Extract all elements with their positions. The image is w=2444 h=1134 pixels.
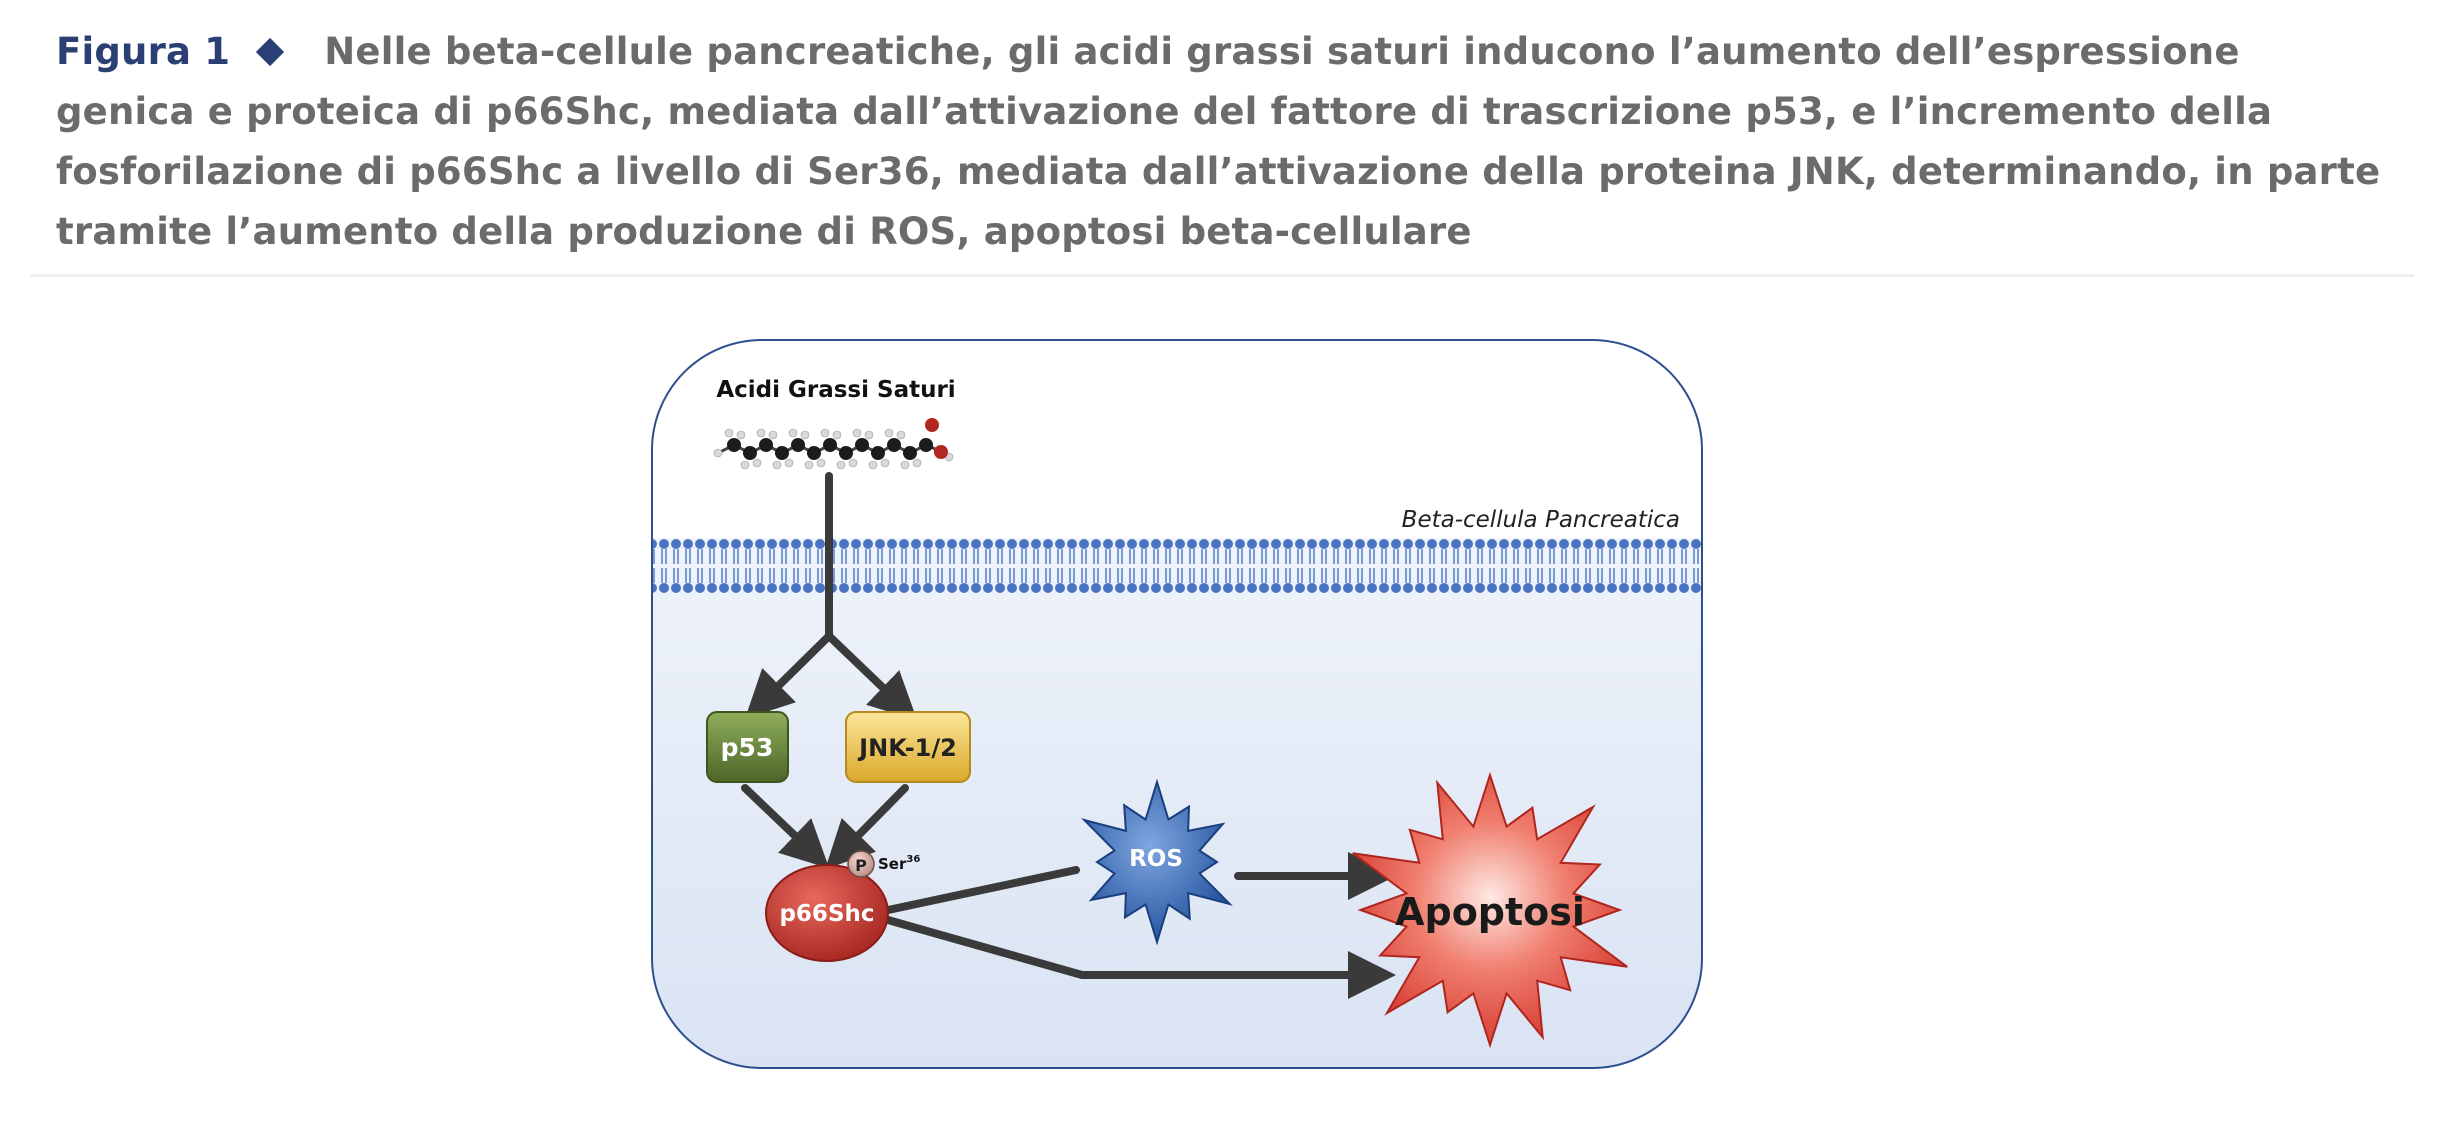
jnk-node: JNK-1/2 — [845, 711, 971, 783]
arrow-to-jnk — [825, 632, 918, 721]
ser-label: Ser36 — [878, 854, 920, 873]
pathway-arrows — [741, 472, 1396, 999]
p66shc-node: p66Shc P Ser36 — [765, 850, 920, 962]
phosphate-icon — [847, 850, 875, 878]
arrow-p53-to-p66shc — [741, 784, 830, 869]
p53-label: p53 — [721, 733, 774, 762]
phosphate-label: P — [855, 856, 867, 875]
cell-label: Beta-cellula Pancreatica — [1402, 507, 1680, 533]
ros-label: ROS — [1129, 846, 1183, 872]
apoptosis-label: Apoptosi — [1395, 890, 1585, 934]
jnk-label: JNK-1/2 — [857, 734, 957, 762]
ros-node: ROS — [1081, 778, 1233, 946]
figure-label: Figura 1 — [56, 30, 231, 73]
arrow-p66shc-to-apoptosis — [884, 916, 1396, 999]
fatty-acids-label: Acidi Grassi Saturi — [716, 377, 955, 403]
p53-node: p53 — [706, 711, 789, 783]
p66shc-label: p66Shc — [779, 901, 874, 927]
fatty-acid-molecule — [713, 418, 954, 470]
caption-text: Nelle beta-cellule pancreatiche, gli aci… — [56, 30, 2381, 253]
arrow-to-p53 — [744, 632, 833, 719]
arrow-jnk-to-p66shc — [825, 784, 909, 870]
apoptosis-node: Apoptosi — [1352, 771, 1628, 1049]
arrow-p66shc-to-ros — [884, 866, 1080, 914]
caption-divider — [30, 274, 2414, 277]
cell-membrane — [652, 538, 1702, 594]
